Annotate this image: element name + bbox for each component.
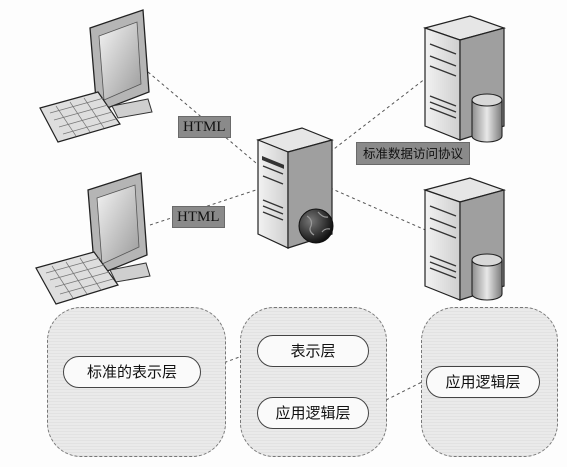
right-layer-logic-pill: 应用逻辑层: [426, 366, 540, 398]
middle-layer-logic-pill: 应用逻辑层: [257, 397, 369, 429]
left-layer-presentation-pill: 标准的表示层: [63, 356, 201, 388]
link-server-to-db-bottom: [329, 187, 431, 233]
db-protocol-label: 标准数据访问协议: [356, 142, 471, 165]
link-client-bottom-to-server: [149, 187, 263, 226]
client-computer-top-icon: [39, 9, 153, 143]
database-server-bottom-icon: [422, 177, 507, 301]
database-server-top-icon: [422, 15, 507, 143]
client-bottom-html-label: HTML: [172, 206, 225, 228]
client-top-html-label: HTML: [178, 116, 231, 138]
middle-layer-box: [240, 307, 387, 457]
link-server-to-db-top: [329, 74, 431, 153]
middle-layer-presentation-pill: 表示层: [257, 335, 369, 367]
link-right-layer-to-pill: [369, 380, 425, 409]
client-computer-bottom-icon: [35, 172, 151, 305]
application-server-icon: [256, 127, 334, 249]
